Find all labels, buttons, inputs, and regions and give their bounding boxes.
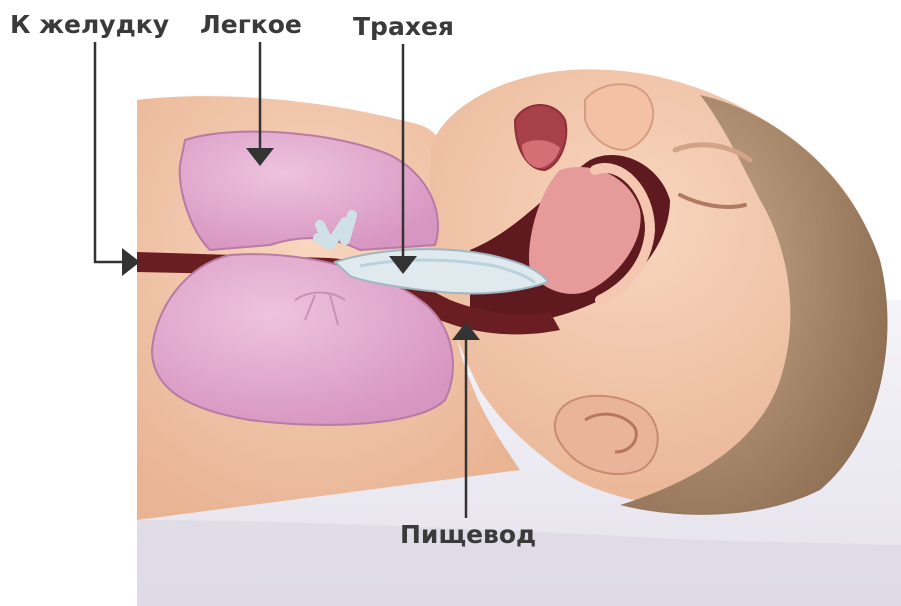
label-trachea: Трахея	[353, 14, 454, 39]
leader-to-stomach	[95, 42, 122, 262]
label-esophagus: Пищевод	[400, 522, 536, 547]
label-to-stomach: К желудку	[10, 12, 169, 37]
label-lung: Легкое	[200, 12, 302, 37]
